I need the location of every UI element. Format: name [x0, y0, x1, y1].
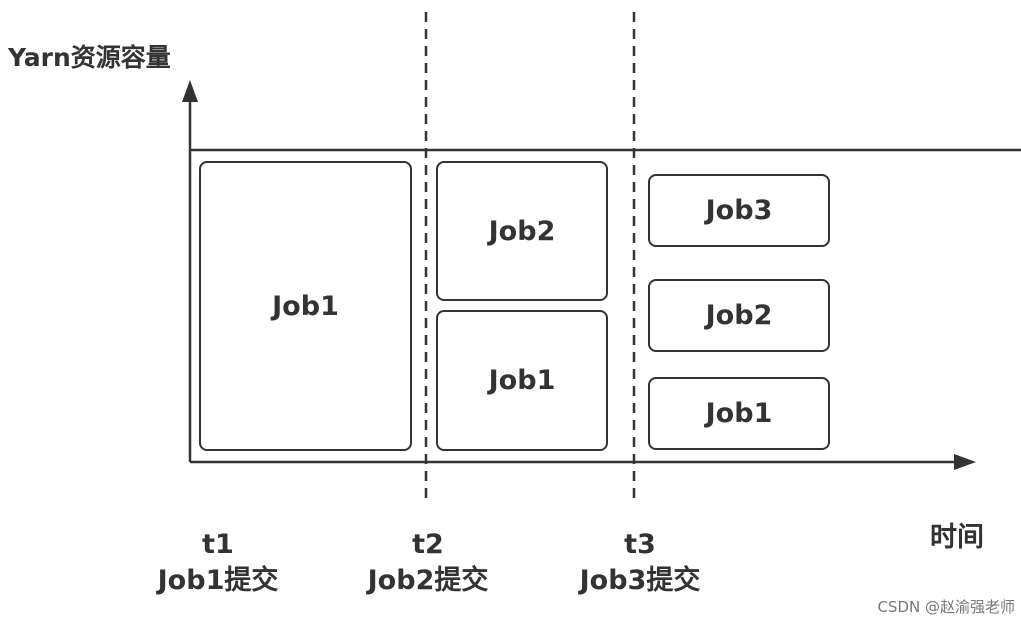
- job-box-t3-job1: Job1: [648, 377, 830, 450]
- job-box-t2-job2: Job2: [436, 161, 608, 301]
- y-axis-arrow-icon: [182, 80, 198, 102]
- phase-label-t1: t1 Job1提交: [118, 527, 318, 599]
- phase-event: Job2提交: [367, 565, 489, 596]
- x-axis-label: 时间: [930, 522, 984, 553]
- phase-label-t3: t3 Job3提交: [540, 527, 740, 599]
- phase-label-t2: t2 Job2提交: [328, 527, 528, 599]
- phase-time: t1: [202, 529, 234, 560]
- y-axis-label: Yarn资源容量: [8, 43, 171, 72]
- job-box-t3-job3: Job3: [648, 174, 830, 247]
- job-box-t1-job1: Job1: [199, 161, 412, 451]
- watermark: CSDN @赵渝强老师: [877, 598, 1015, 616]
- phase-event: Job1提交: [157, 565, 279, 596]
- job-box-t2-job1: Job1: [436, 310, 608, 451]
- phase-time: t2: [412, 529, 444, 560]
- phase-event: Job3提交: [579, 565, 701, 596]
- job-box-t3-job2: Job2: [648, 279, 830, 352]
- x-axis-arrow-icon: [954, 454, 976, 470]
- phase-time: t3: [624, 529, 656, 560]
